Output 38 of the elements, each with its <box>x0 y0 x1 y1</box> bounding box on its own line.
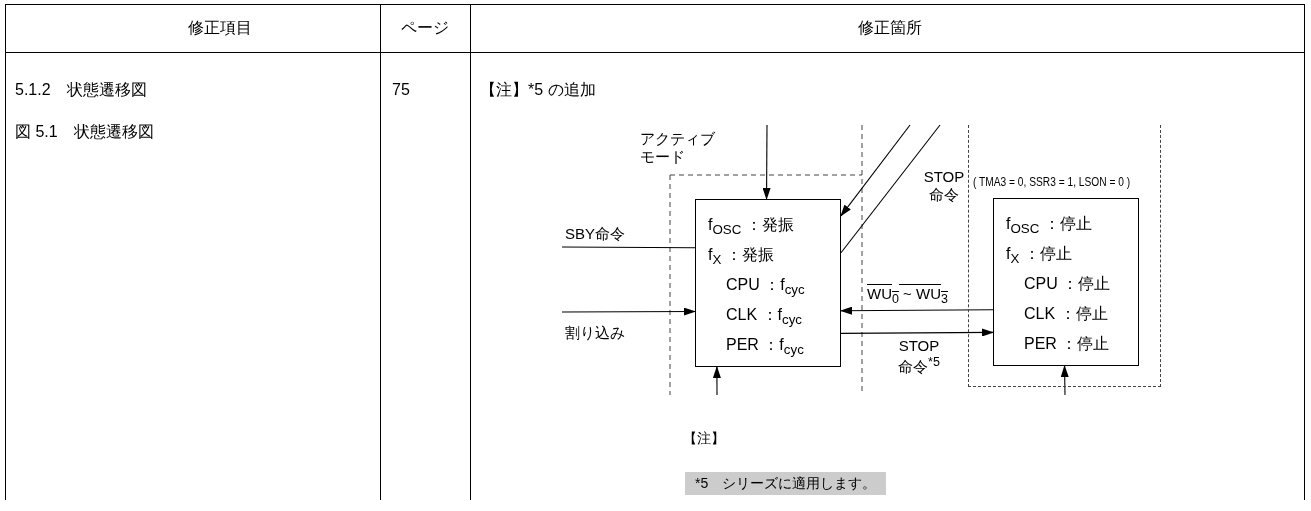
edge-label: SBY命令 <box>565 225 625 243</box>
clock-status: f$_{OSC}$ ：停止 <box>1005 214 1093 239</box>
register-condition: ( TMA3 = 0, SSR3 = 1, LSON = 0 ) <box>973 175 1131 189</box>
arrow <box>762 124 771 200</box>
arrow <box>840 328 994 337</box>
arrow <box>840 124 911 217</box>
arrow <box>1060 365 1069 396</box>
edge-label: STOP 命令 <box>922 168 966 204</box>
line <box>561 246 696 249</box>
page-number: 75 <box>392 80 410 100</box>
arrow <box>561 307 696 316</box>
stop-mode-region <box>968 125 1161 387</box>
clock-status: f$_{OSC}$ ：発振 <box>707 215 795 240</box>
section-title: 5.1.2 状態遷移図 <box>15 80 147 100</box>
edge-label: WU$_{0}$ ~ WU$_{3}$ <box>867 285 948 307</box>
clock-status: PER ：停止 <box>1023 334 1111 354</box>
state-box <box>695 199 841 367</box>
clock-status: f$_{X}$ ：停止 <box>1005 244 1073 269</box>
note-heading: 【注】*5 の追加 <box>480 80 596 100</box>
edge-label: 割り込み <box>565 324 625 342</box>
clock-status: CLK ：停止 <box>1023 304 1109 324</box>
state-box <box>993 198 1139 366</box>
line <box>840 124 941 254</box>
footnote: *5 シリーズに適用します。 <box>685 472 887 495</box>
figure-title: 図 5.1 状態遷移図 <box>15 122 154 142</box>
column-header: 修正項目 <box>187 18 253 38</box>
clock-status: CLK ：f$_{cyc}$ <box>725 305 803 330</box>
note-heading: 【注】 <box>683 430 725 447</box>
edge-label: アクティブモード <box>640 130 716 166</box>
clock-status: PER ：f$_{cyc}$ <box>725 335 805 360</box>
column-header: 修正箇所 <box>857 18 923 38</box>
column-header: ページ <box>400 18 450 38</box>
clock-status: CPU ：停止 <box>1023 274 1112 294</box>
arrow <box>712 366 721 396</box>
clock-status: CPU ：f$_{cyc}$ <box>725 275 806 300</box>
clock-status: f$_{X}$ ：発振 <box>707 245 775 270</box>
edge-label: STOP 命令$^{*5}$ <box>897 337 941 376</box>
arrow <box>840 306 994 315</box>
